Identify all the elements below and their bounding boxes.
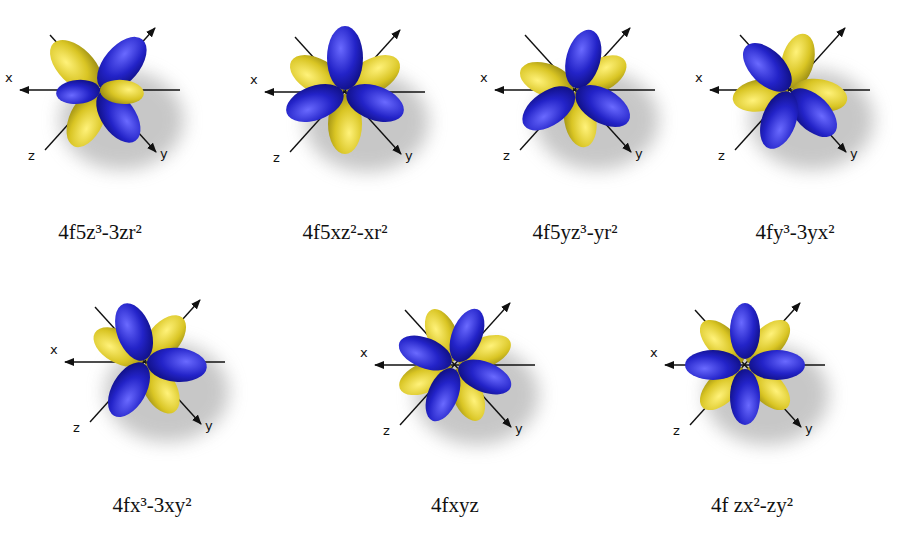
axis-label: z: [503, 148, 510, 163]
axis-label: x: [50, 342, 58, 357]
orbital-lobe: [327, 26, 363, 90]
axis-label: z: [383, 423, 390, 438]
axis-label: z: [73, 420, 80, 435]
orbital-lobe: [685, 350, 741, 380]
axis-label: y: [515, 421, 523, 436]
orbital-lobe: [514, 77, 583, 139]
orbital-lobe: [419, 363, 468, 426]
orbital-lobe: [55, 78, 101, 106]
orbital-figure: [65, 298, 229, 442]
orbital-figure: [665, 303, 829, 445]
axis-label: x: [650, 345, 658, 360]
axis-label: y: [635, 146, 643, 161]
axis-label: y: [405, 148, 413, 163]
axis-label: x: [695, 70, 703, 85]
orbital-caption: 4f5z³-3zr²: [58, 220, 142, 244]
axis-label: z: [673, 423, 680, 438]
orbital-caption: 4fxyz: [431, 493, 479, 517]
orbital-lobe: [730, 303, 760, 359]
orbital-lobe: [568, 76, 637, 135]
axis-label: y: [805, 421, 813, 436]
axis-label: z: [273, 150, 280, 165]
axis-label: y: [205, 418, 213, 433]
axis-label: y: [160, 146, 168, 161]
orbital-lobe: [559, 26, 607, 93]
orbital-lobe: [749, 350, 805, 380]
axis-label: z: [28, 148, 35, 163]
orbital-figure: [495, 26, 659, 170]
orbital-lobe: [146, 345, 209, 384]
orbital-lobe: [734, 34, 800, 100]
orbital-figure: [375, 303, 539, 445]
orbital-lobe: [730, 369, 760, 425]
orbital-lobe: [341, 77, 409, 129]
orbital-caption: 4f zx²-zy²: [711, 493, 793, 517]
orbital-caption: 4fx³-3xy²: [112, 493, 191, 517]
axis-label: x: [250, 72, 258, 87]
orbital-caption: 4f5yz³-yr²: [533, 220, 618, 244]
orbital-lobe: [453, 353, 516, 402]
axis-label: x: [360, 345, 368, 360]
orbital-lobe: [753, 86, 805, 154]
orbital-lobe: [99, 78, 145, 106]
axis-label: x: [5, 70, 13, 85]
orbital-lobe: [394, 329, 457, 378]
orbital-caption: 4fy³-3yx²: [755, 220, 834, 244]
orbital-caption: 4f5xz²-xr²: [303, 220, 388, 244]
axis-label: z: [718, 148, 725, 163]
orbital-figure: [20, 28, 184, 170]
orbital-lobe: [99, 355, 158, 424]
orbital-figure: [265, 26, 429, 172]
axis-label: x: [480, 70, 488, 85]
orbital-figure: [710, 28, 874, 170]
orbital-lobe: [281, 77, 349, 129]
axis-label: y: [850, 146, 858, 161]
